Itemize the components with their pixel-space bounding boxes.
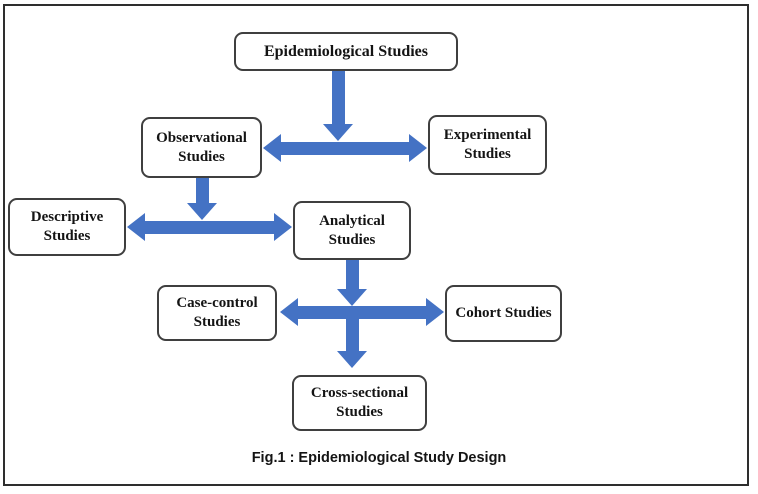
- node-experimental-studies: Experimental Studies: [428, 115, 547, 175]
- arrow-head-down-icon: [337, 289, 367, 306]
- arrow-head-down-icon: [337, 351, 367, 368]
- arrow-head-right-icon: [274, 213, 292, 241]
- arrow-head-right-icon: [409, 134, 427, 162]
- node-cross-sectional-studies: Cross-sectional Studies: [292, 375, 427, 431]
- arrow-shaft: [331, 71, 345, 124]
- arrow-shaft: [345, 260, 359, 289]
- arrow-double-case-control-cohort: [280, 298, 444, 326]
- arrow-shaft: [345, 319, 359, 351]
- node-analytical-studies: Analytical Studies: [293, 201, 411, 260]
- node-observational-studies: Observational Studies: [141, 117, 262, 178]
- arrow-shaft: [298, 305, 426, 319]
- arrow-shaft: [195, 178, 209, 203]
- node-descriptive-studies: Descriptive Studies: [8, 198, 126, 256]
- arrow-down-observational-to-branch: [187, 178, 217, 220]
- arrow-shaft: [145, 220, 274, 234]
- arrow-down-branch-to-cross-sectional: [337, 319, 367, 368]
- arrow-double-descriptive-analytical: [127, 213, 292, 241]
- arrow-head-left-icon: [127, 213, 145, 241]
- arrow-down-epidemiological-to-branch: [323, 71, 353, 141]
- node-case-control-studies: Case-control Studies: [157, 285, 277, 341]
- arrow-shaft: [281, 141, 409, 155]
- arrow-head-right-icon: [426, 298, 444, 326]
- figure-frame: [3, 4, 749, 486]
- arrow-head-left-icon: [280, 298, 298, 326]
- arrow-double-observational-experimental: [263, 134, 427, 162]
- arrow-head-down-icon: [187, 203, 217, 220]
- node-cohort-studies: Cohort Studies: [445, 285, 562, 342]
- arrow-head-down-icon: [323, 124, 353, 141]
- arrow-head-left-icon: [263, 134, 281, 162]
- figure-caption: Fig.1 : Epidemiological Study Design: [251, 450, 507, 466]
- arrow-down-analytical-to-branch: [337, 260, 367, 306]
- node-epidemiological-studies: Epidemiological Studies: [234, 32, 458, 71]
